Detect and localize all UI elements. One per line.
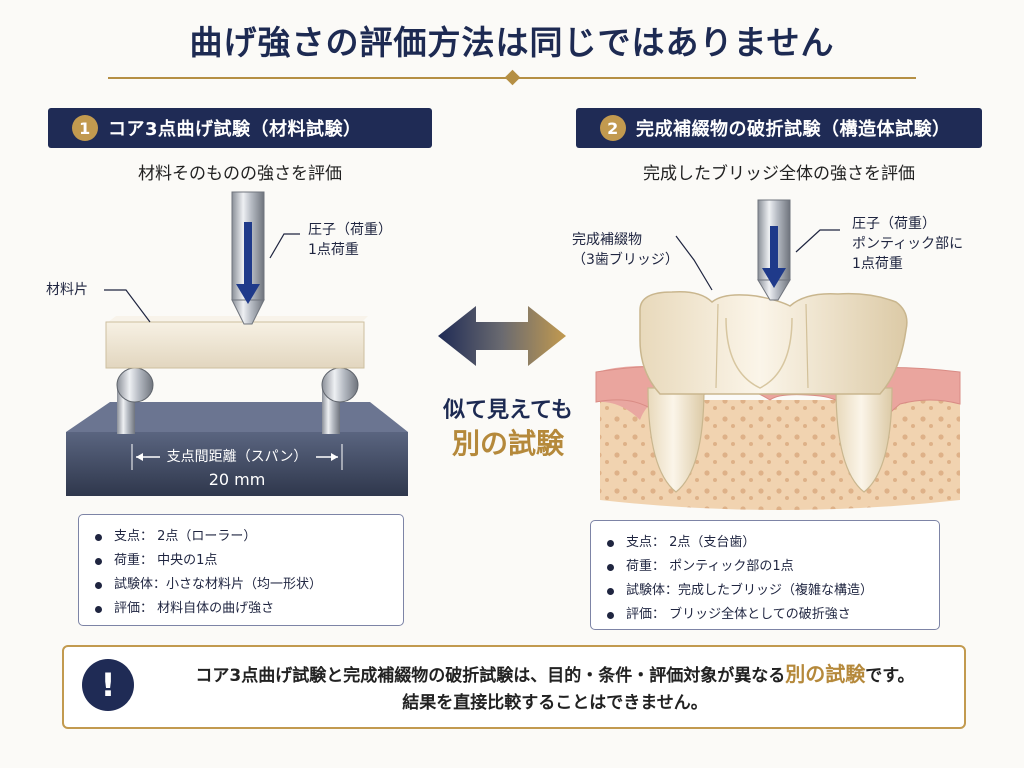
bullet-icon bbox=[607, 563, 614, 571]
page-title: 曲げ強さの評価方法は同じではありません bbox=[189, 23, 835, 62]
double-arrow bbox=[438, 306, 566, 366]
bullet-icon bbox=[607, 539, 614, 547]
section1-number-badge: 1 bbox=[72, 115, 98, 141]
section2-info-text: 支点： 2点（支台歯） bbox=[626, 535, 756, 550]
section1-header-label: コア3点曲げ試験（材料試験） bbox=[108, 119, 362, 140]
indenter-label-left: 圧子（荷重） 1点荷重 bbox=[308, 220, 392, 260]
section1-info-box: 支点： 2点（ローラー） 荷重： 中央の1点 試験体：小さな材料片（均一形状） … bbox=[78, 514, 404, 626]
bullet-icon bbox=[95, 581, 102, 589]
span-dimension bbox=[131, 444, 343, 470]
bullet-icon bbox=[607, 611, 614, 619]
section2-info-item: 試験体：完成したブリッジ（複雑な構造） bbox=[607, 579, 923, 603]
section2-header: 2 完成補綴物の破折試験（構造体試験） bbox=[576, 108, 982, 148]
specimen-callout-line bbox=[104, 289, 151, 323]
section2-info-box: 支点： 2点（支台歯） 荷重： ポンティック部の1点 試験体：完成したブリッジ（… bbox=[590, 520, 940, 630]
section2-info-text: 試験体：完成したブリッジ（複雑な構造） bbox=[626, 583, 874, 598]
section1-info-text: 荷重： 中央の1点 bbox=[114, 553, 218, 568]
section2-header-label: 完成補綴物の破折試験（構造体試験） bbox=[636, 119, 951, 140]
indenter-label-right-line1: 圧子（荷重） bbox=[852, 216, 936, 232]
indenter-label-right: 圧子（荷重） ポンティック部に 1点荷重 bbox=[852, 214, 963, 274]
span-label: 支点間距離（スパン） bbox=[166, 449, 308, 465]
section2-info-text: 荷重： ポンティック部の1点 bbox=[626, 559, 794, 574]
bullet-icon bbox=[607, 587, 614, 595]
note-line1-text: コア3点曲げ試験と完成補綴物の破折試験は、目的・条件・評価対象が異なる bbox=[195, 666, 786, 686]
indenter-callout-line-right bbox=[795, 229, 840, 253]
load-arrow-right bbox=[762, 226, 786, 288]
section1-subtitle: 材料そのものの強さを評価 bbox=[138, 164, 342, 184]
roller-left bbox=[116, 367, 154, 434]
prosthesis-label-line1: 完成補綴物 bbox=[572, 232, 642, 248]
bullet-icon bbox=[95, 533, 102, 541]
roller-right bbox=[321, 367, 359, 434]
center-caption-line1: 似て見えても bbox=[443, 398, 573, 423]
section1-info-item: 荷重： 中央の1点 bbox=[95, 549, 387, 573]
section1-header: 1 コア3点曲げ試験（材料試験） bbox=[48, 108, 432, 148]
section1-info-text: 支点： 2点（ローラー） bbox=[114, 529, 257, 544]
section2-info-item: 支点： 2点（支台歯） bbox=[607, 531, 923, 555]
section1-info-text: 評価： 材料自体の曲げ強さ bbox=[114, 601, 275, 616]
section2-info-text: 評価： ブリッジ全体としての破折強さ bbox=[626, 607, 851, 622]
material-specimen bbox=[105, 316, 368, 369]
section1-info-item: 支点： 2点（ローラー） bbox=[95, 525, 387, 549]
indenter-label-left-line1: 圧子（荷重） bbox=[308, 222, 392, 238]
section2-info-item: 荷重： ポンティック部の1点 bbox=[607, 555, 923, 579]
note-line1-end: です。 bbox=[865, 666, 915, 686]
specimen-label: 材料片 bbox=[46, 282, 88, 298]
note-highlight: 別の試験 bbox=[785, 662, 866, 686]
section2-info-item: 評価： ブリッジ全体としての破折強さ bbox=[607, 603, 923, 627]
prosthesis-label-line2: （3歯ブリッジ） bbox=[572, 252, 679, 268]
exclamation-icon: ! bbox=[82, 659, 134, 711]
section2-subtitle: 完成したブリッジ全体の強さを評価 bbox=[643, 164, 915, 184]
note-line2: 結果を直接比較することはできません。 bbox=[402, 693, 708, 713]
note-line1: コア3点曲げ試験と完成補綴物の破折試験は、目的・条件・評価対象が異なる別の試験で… bbox=[150, 658, 960, 687]
bridge-prosthesis bbox=[639, 290, 908, 395]
center-caption-line2: 別の試験 bbox=[451, 427, 564, 460]
section2-number-badge: 2 bbox=[600, 115, 626, 141]
load-arrow-left bbox=[236, 222, 260, 304]
indenter-label-right-line3: 1点荷重 bbox=[852, 256, 903, 272]
section1-info-item: 試験体：小さな材料片（均一形状） bbox=[95, 573, 387, 597]
indenter-label-left-line2: 1点荷重 bbox=[308, 242, 359, 258]
bullet-icon bbox=[95, 557, 102, 565]
prosthesis-label: 完成補綴物 （3歯ブリッジ） bbox=[572, 230, 679, 270]
section1-info-text: 試験体：小さな材料片（均一形状） bbox=[114, 577, 323, 592]
bullet-icon bbox=[95, 605, 102, 613]
section1-info-item: 評価： 材料自体の曲げ強さ bbox=[95, 597, 387, 621]
span-value: 20 mm bbox=[208, 470, 266, 489]
prosthesis-callout-line bbox=[675, 235, 713, 291]
note-box bbox=[62, 645, 966, 729]
indenter-label-right-line2: ポンティック部に bbox=[852, 236, 964, 252]
indenter-callout-line-left bbox=[269, 233, 300, 259]
